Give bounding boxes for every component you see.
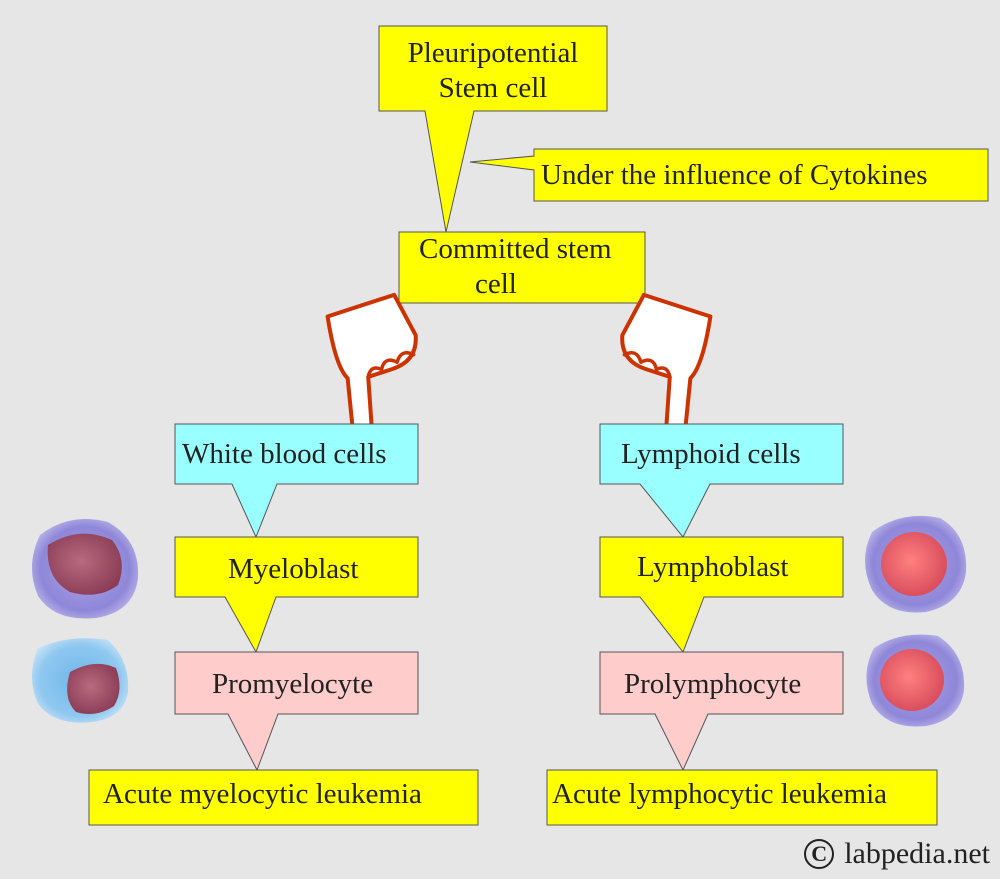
- committed-label: Committed stem cell: [419, 232, 612, 302]
- lymphoid-cells-callout: [599, 423, 844, 538]
- lymphoblast-label: Lymphoblast: [637, 551, 789, 583]
- copyright-icon: C: [804, 839, 835, 869]
- watermark-text: labpedia.net: [844, 837, 990, 870]
- myeloblast-cell-image: [31, 518, 139, 619]
- cytokines-label: Under the influence of Cytokines: [541, 159, 928, 191]
- promyelocyte-label: Promyelocyte: [212, 668, 374, 700]
- pluripotential-stem-cell-callout: [378, 25, 608, 233]
- pluripotential-label-line1: Pleuripotential: [407, 37, 579, 69]
- acute-lymphocytic-leukemia-box: [546, 769, 938, 826]
- committed-stem-cell-box: [398, 231, 646, 304]
- cytokines-callout: [469, 148, 989, 202]
- white-blood-cells-callout: [174, 423, 419, 539]
- watermark: C labpedia.net: [804, 837, 990, 871]
- myeloblast-callout: [174, 536, 419, 654]
- pluripotential-label-line2: Stem cell: [438, 71, 548, 104]
- committed-label-line2: cell: [475, 267, 517, 300]
- acute-myelocytic-leukemia-label: Acute myelocytic leukemia: [103, 778, 422, 810]
- lymphoblast-cell-image: [865, 515, 967, 613]
- prolymphocyte-callout: [599, 651, 844, 772]
- myeloblast-label: Myeloblast: [228, 553, 359, 585]
- lymphoid-cells-label: Lymphoid cells: [621, 438, 801, 470]
- lymphoblast-callout: [599, 536, 844, 654]
- promyelocyte-cell-image: [32, 638, 129, 723]
- acute-lymphocytic-leukemia-label: Acute lymphocytic leukemia: [552, 778, 888, 810]
- acute-myelocytic-leukemia-box: [88, 769, 479, 826]
- committed-label-line1: Committed stem: [419, 233, 612, 265]
- prolymphocyte-cell-image: [866, 634, 965, 727]
- white-blood-cells-label: White blood cells: [182, 438, 387, 470]
- promyelocyte-callout: [174, 651, 419, 772]
- prolymphocyte-label: Prolymphocyte: [624, 668, 802, 700]
- pluripotential-label: Pleuripotential Stem cell: [379, 36, 607, 106]
